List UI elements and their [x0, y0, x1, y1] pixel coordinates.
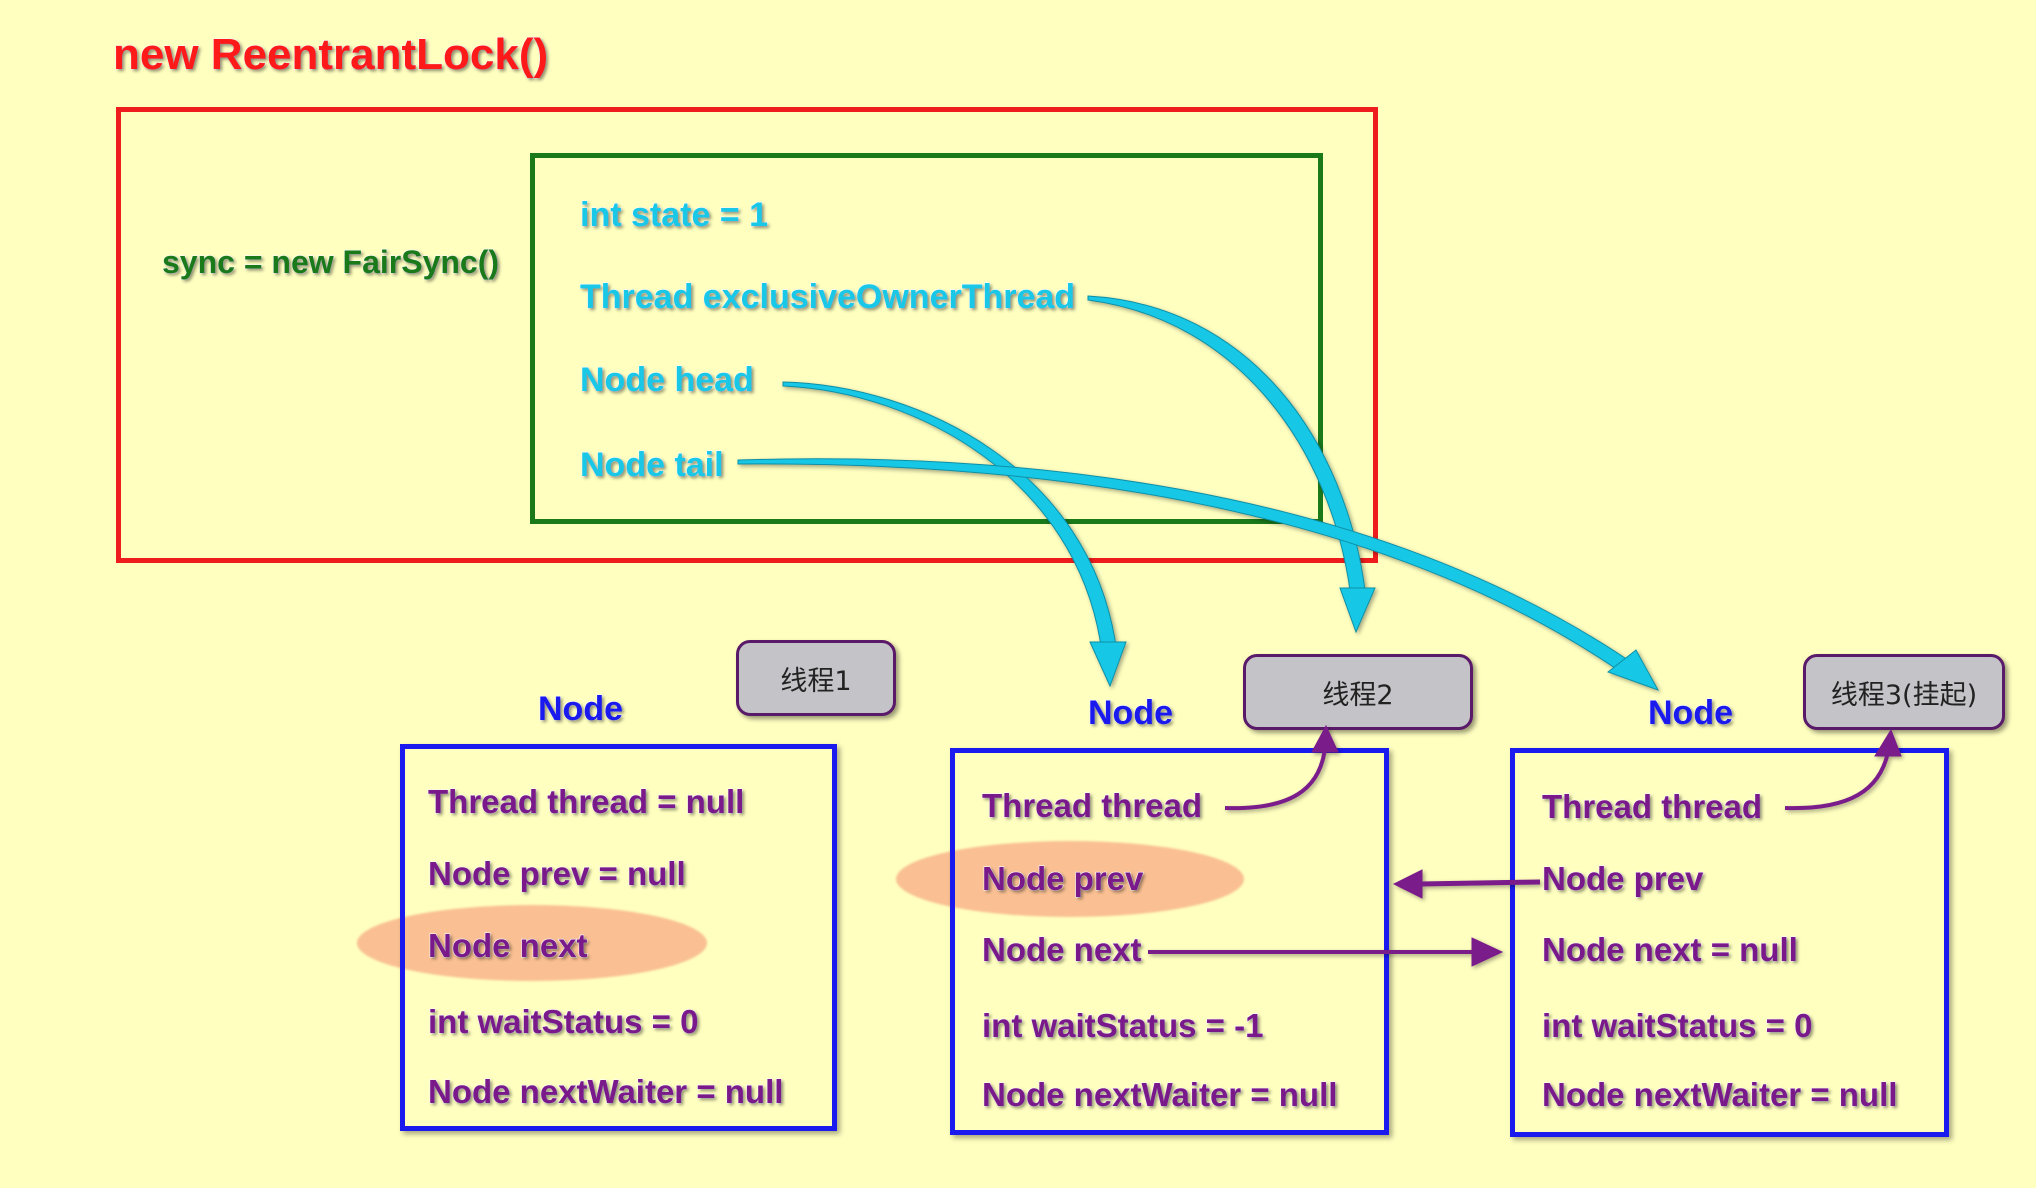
node1-title: Node: [537, 689, 623, 728]
highlight-node1-next: [357, 905, 707, 981]
node1-field-next: Node next: [427, 926, 588, 964]
node2-field-wait-status: int waitStatus = -1: [981, 1006, 1264, 1044]
arrow-node3-prev-head: [1392, 869, 1423, 899]
arrow-node3-thread-head: [1874, 728, 1902, 757]
node2-field-prev: Node prev: [981, 859, 1144, 897]
arrow-node3-prev-to-node2: [1419, 879, 1541, 887]
sync-field-owner-thread: Thread exclusiveOwnerThread: [579, 277, 1076, 316]
arrow-node3-thread-to-thread3: [1784, 751, 1890, 811]
sync-field-state: int state = 1: [579, 195, 769, 234]
diagram-title: new ReentrantLock(): [112, 29, 549, 79]
node1-field-next-waiter: Node nextWaiter = null: [427, 1072, 784, 1110]
node3-box: [1510, 748, 1949, 1137]
node3-field-wait-status: int waitStatus = 0: [1541, 1006, 1813, 1044]
node3-field-next: Node next = null: [1541, 930, 1798, 968]
arrow-node2-thread-to-thread2: [1224, 747, 1327, 811]
arrow-node2-next-head: [1471, 937, 1504, 967]
node1-thread-badge: 线程1: [736, 640, 896, 716]
arrow-owner-thread-to-thread2: [1087, 295, 1366, 591]
node3-field-thread: Thread thread: [1541, 787, 1763, 825]
arrow-head-head: [1089, 641, 1127, 688]
node2-title: Node: [1087, 693, 1173, 732]
node3-title: Node: [1647, 693, 1733, 732]
sync-label: sync = new FairSync(): [161, 243, 500, 280]
node1-field-thread: Thread thread = null: [427, 782, 745, 820]
node2-box: [950, 748, 1389, 1135]
reentrant-lock-box: [116, 107, 1378, 563]
node2-thread-badge: 线程2: [1243, 654, 1473, 730]
node1-field-prev: Node prev = null: [427, 854, 686, 892]
node2-field-next-waiter: Node nextWaiter = null: [981, 1075, 1338, 1113]
arrow-owner-thread-head: [1339, 587, 1376, 634]
sync-field-head: Node head: [579, 360, 754, 399]
node2-field-next: Node next: [981, 930, 1142, 968]
arrow-tail-to-node3: [737, 458, 1629, 671]
arrow-tail-head: [1606, 649, 1660, 691]
arrow-node2-thread-head: [1311, 724, 1339, 753]
node3-thread-badge: 线程3(挂起): [1803, 654, 2005, 730]
node3-field-prev: Node prev: [1541, 859, 1704, 897]
node1-field-wait-status: int waitStatus = 0: [427, 1002, 699, 1040]
node2-field-thread: Thread thread: [981, 786, 1203, 824]
sync-field-tail: Node tail: [579, 445, 724, 484]
fair-sync-box: [530, 153, 1323, 524]
node1-box: [400, 744, 837, 1131]
node3-field-next-waiter: Node nextWaiter = null: [1541, 1075, 1898, 1113]
arrow-head-to-node2: [782, 381, 1117, 647]
